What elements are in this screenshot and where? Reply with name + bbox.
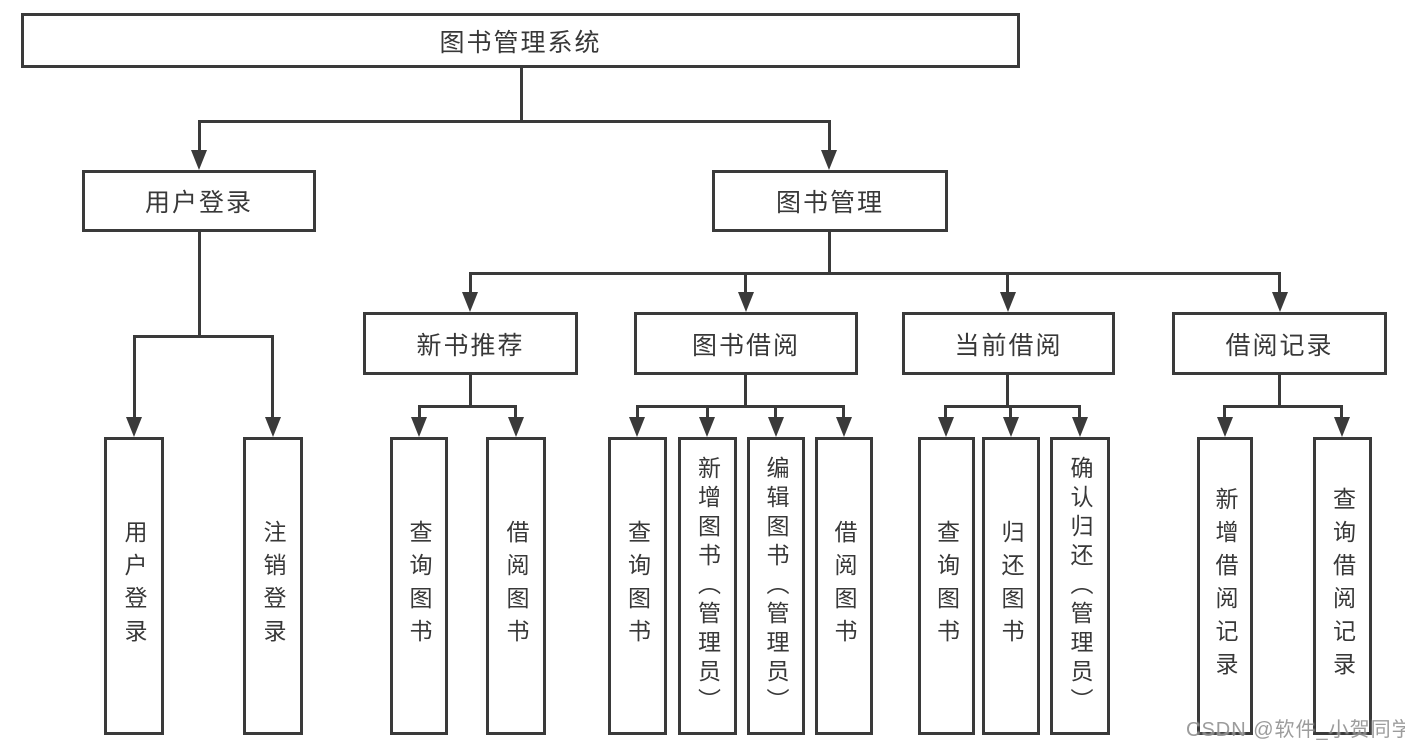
arrowhead-down-icon <box>508 417 524 437</box>
arrowhead-down-icon <box>1217 417 1233 437</box>
connector-line <box>946 405 1080 408</box>
node-book-borrowing: 图书借阅 <box>634 312 858 375</box>
connector-line <box>744 375 747 405</box>
leaf-recommend-borrow-books: 借阅图书 <box>486 437 546 735</box>
arrowhead-down-icon <box>191 150 207 170</box>
arrowhead-down-icon <box>938 417 954 437</box>
connector-line <box>1225 405 1342 408</box>
arrowhead-down-icon <box>265 417 281 437</box>
leaf-borrowing-query-books: 查询图书 <box>608 437 667 735</box>
connector-line <box>1278 375 1281 405</box>
connector-line <box>469 272 472 292</box>
connector-line <box>774 405 777 417</box>
connector-line <box>637 405 844 408</box>
arrowhead-down-icon <box>411 417 427 437</box>
connector-line <box>828 232 831 272</box>
node-new-book-recommendation: 新书推荐 <box>363 312 578 375</box>
leaf-edit-books-admin: 编辑图书（管理员） <box>747 437 805 735</box>
leaf-confirm-return-admin: 确认归还（管理员） <box>1050 437 1110 735</box>
connector-line <box>944 405 947 417</box>
leaf-return-books: 归还图书 <box>982 437 1040 735</box>
connector-line <box>520 68 523 120</box>
arrowhead-down-icon <box>1072 417 1088 437</box>
arrowhead-down-icon <box>738 292 754 312</box>
connector-line <box>133 335 136 417</box>
connector-line <box>842 405 845 417</box>
connector-line <box>1078 405 1081 417</box>
connector-line <box>1278 272 1281 292</box>
arrowhead-down-icon <box>629 417 645 437</box>
arrowhead-down-icon <box>699 417 715 437</box>
connector-line <box>744 272 747 292</box>
connector-line <box>1006 375 1009 405</box>
connector-line <box>1009 405 1012 417</box>
connector-line <box>1006 272 1009 292</box>
arrowhead-down-icon <box>1003 417 1019 437</box>
arrowhead-down-icon <box>821 150 837 170</box>
connector-line <box>198 232 201 335</box>
leaf-recommend-query-books: 查询图书 <box>390 437 448 735</box>
arrowhead-down-icon <box>1000 292 1016 312</box>
node-book-management: 图书管理 <box>712 170 948 232</box>
node-library-management-system: 图书管理系统 <box>21 13 1020 68</box>
node-current-borrowing: 当前借阅 <box>902 312 1115 375</box>
leaf-user-login: 用户登录 <box>104 437 164 735</box>
arrowhead-down-icon <box>126 417 142 437</box>
leaf-logout: 注销登录 <box>243 437 303 735</box>
leaf-add-borrow-record: 新增借阅记录 <box>1197 437 1253 735</box>
connector-line <box>199 120 830 123</box>
connector-line <box>134 335 273 338</box>
arrowhead-down-icon <box>1334 417 1350 437</box>
arrowhead-down-icon <box>768 417 784 437</box>
arrowhead-down-icon <box>462 292 478 312</box>
connector-line <box>1340 405 1343 417</box>
connector-line <box>469 375 472 405</box>
node-borrowing-records: 借阅记录 <box>1172 312 1387 375</box>
arrowhead-down-icon <box>836 417 852 437</box>
leaf-query-borrow-record: 查询借阅记录 <box>1313 437 1372 735</box>
connector-line <box>418 405 421 417</box>
connector-line <box>636 405 639 417</box>
connector-line <box>198 120 201 150</box>
watermark: CSDN @软件_小贺同学 <box>1186 719 1405 741</box>
leaf-current-query-books: 查询图书 <box>918 437 975 735</box>
leaf-add-books-admin: 新增图书（管理员） <box>678 437 737 735</box>
connector-line <box>1223 405 1226 417</box>
leaf-borrowing-borrow-books: 借阅图书 <box>815 437 873 735</box>
connector-line <box>419 405 516 408</box>
connector-line <box>706 405 709 417</box>
node-user-login: 用户登录 <box>82 170 316 232</box>
connector-line <box>470 272 1280 275</box>
arrowhead-down-icon <box>1272 292 1288 312</box>
connector-line <box>271 335 274 417</box>
connector-line <box>514 405 517 417</box>
connector-line <box>828 120 831 150</box>
